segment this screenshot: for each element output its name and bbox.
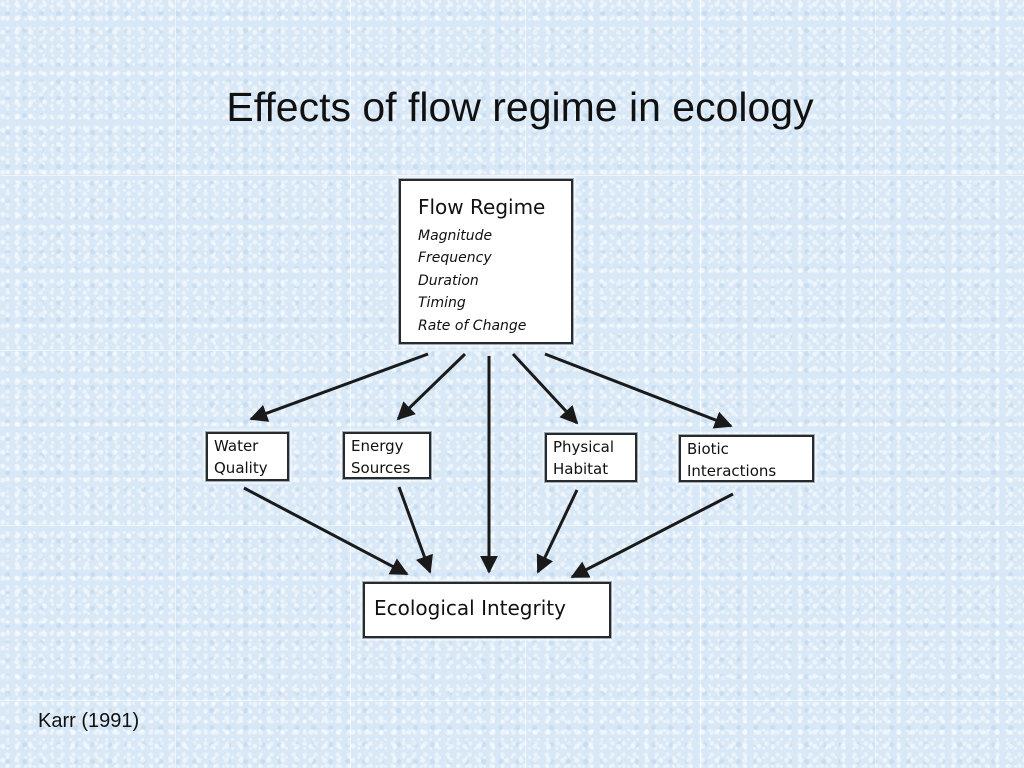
ecological-integrity-label: Ecological Integrity [374,596,566,620]
box-label-line: Energy [351,437,404,455]
attribute-timing: Timing [418,295,466,312]
arrow-physical-habitat-to-integrity [536,489,579,574]
background-seam [700,0,701,768]
water-quality-box: Water Quality [206,432,289,481]
background-seam [525,0,526,768]
background-seam [0,700,1024,701]
attribute-rate-of-change: Rate of Change [418,317,527,334]
arrow-flow-to-biotic-interactions [544,352,733,429]
arrow-flow-to-physical-habitat [511,352,579,425]
box-label-line: Physical [553,438,615,456]
arrow-water-quality-to-integrity [243,486,409,576]
slide-title: Effects of flow regime in ecology [226,84,814,130]
box-label-line: Interactions [687,462,777,480]
flow-regime-box: Flow Regime Magnitude Frequency Duration… [399,179,573,344]
arrow-flow-to-energy-sources [396,352,467,421]
biotic-interactions-box: Biotic Interactions [679,435,814,482]
background-seam [0,175,1024,176]
box-label-line: Sources [351,459,411,477]
box-label-line: Biotic [687,440,729,458]
background-seam [175,0,176,768]
attribute-magnitude: Magnitude [418,228,493,244]
background-seam [0,350,1024,351]
citation: Karr (1991) [38,710,140,732]
flow-regime-heading: Flow Regime [418,195,546,219]
box-label-line: Water [214,437,259,455]
ecological-integrity-box: Ecological Integrity [363,582,611,638]
box-label-line: Habitat [553,460,609,478]
energy-sources-box: Energy Sources [343,432,431,479]
background-seam [875,0,876,768]
background-seam [0,525,1024,526]
attribute-frequency: Frequency [418,250,492,267]
arrow-energy-sources-to-integrity [397,486,433,574]
arrow-flow-to-water-quality [249,352,429,422]
physical-habitat-box: Physical Habitat [545,433,637,482]
attribute-duration: Duration [418,272,479,289]
arrow-biotic-interactions-to-integrity [570,492,734,579]
box-label-line: Quality [214,459,268,477]
